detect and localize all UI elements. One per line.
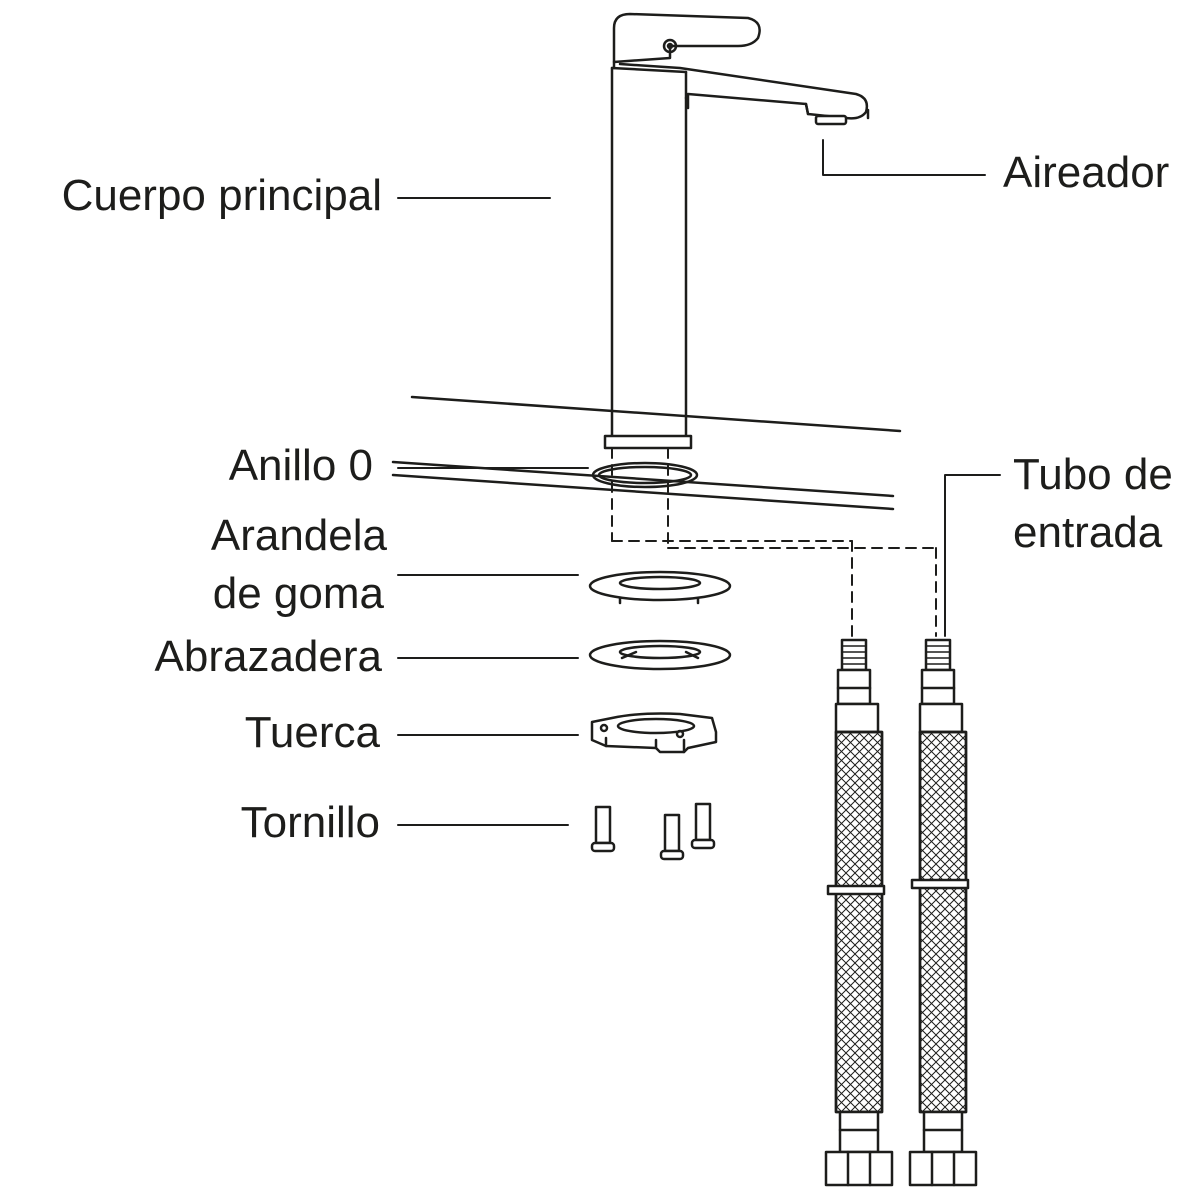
label-cuerpo-principal: Cuerpo principal bbox=[61, 171, 382, 220]
o-ring bbox=[591, 461, 699, 489]
label-arandela-line2: de goma bbox=[212, 569, 384, 618]
nut bbox=[590, 712, 718, 754]
rubber-washer bbox=[588, 570, 732, 605]
label-tornillo: Tornillo bbox=[240, 798, 380, 847]
inlet-hose-right bbox=[908, 638, 978, 1187]
countertop-lines bbox=[391, 395, 902, 511]
label-anillo-0: Anillo 0 bbox=[228, 441, 373, 490]
faucet-body bbox=[603, 12, 870, 450]
inlet-hose-left bbox=[824, 638, 894, 1187]
label-tubo-line2: entrada bbox=[1013, 508, 1163, 557]
label-abrazadera: Abrazadera bbox=[154, 632, 382, 681]
dashed-guides bbox=[611, 447, 937, 637]
leader-aireador bbox=[822, 139, 986, 176]
screw-1 bbox=[590, 805, 616, 853]
screw-2 bbox=[659, 813, 685, 861]
screws bbox=[590, 802, 716, 861]
label-arandela-line1: Arandela bbox=[210, 511, 387, 560]
clamp bbox=[588, 639, 732, 671]
leader-tubo bbox=[944, 474, 1001, 637]
label-tuerca: Tuerca bbox=[244, 708, 380, 757]
screw-3 bbox=[690, 802, 716, 850]
label-tubo-line1: Tubo de bbox=[1013, 450, 1173, 499]
label-aireador: Aireador bbox=[1003, 148, 1170, 197]
leader-lines bbox=[397, 139, 1001, 826]
